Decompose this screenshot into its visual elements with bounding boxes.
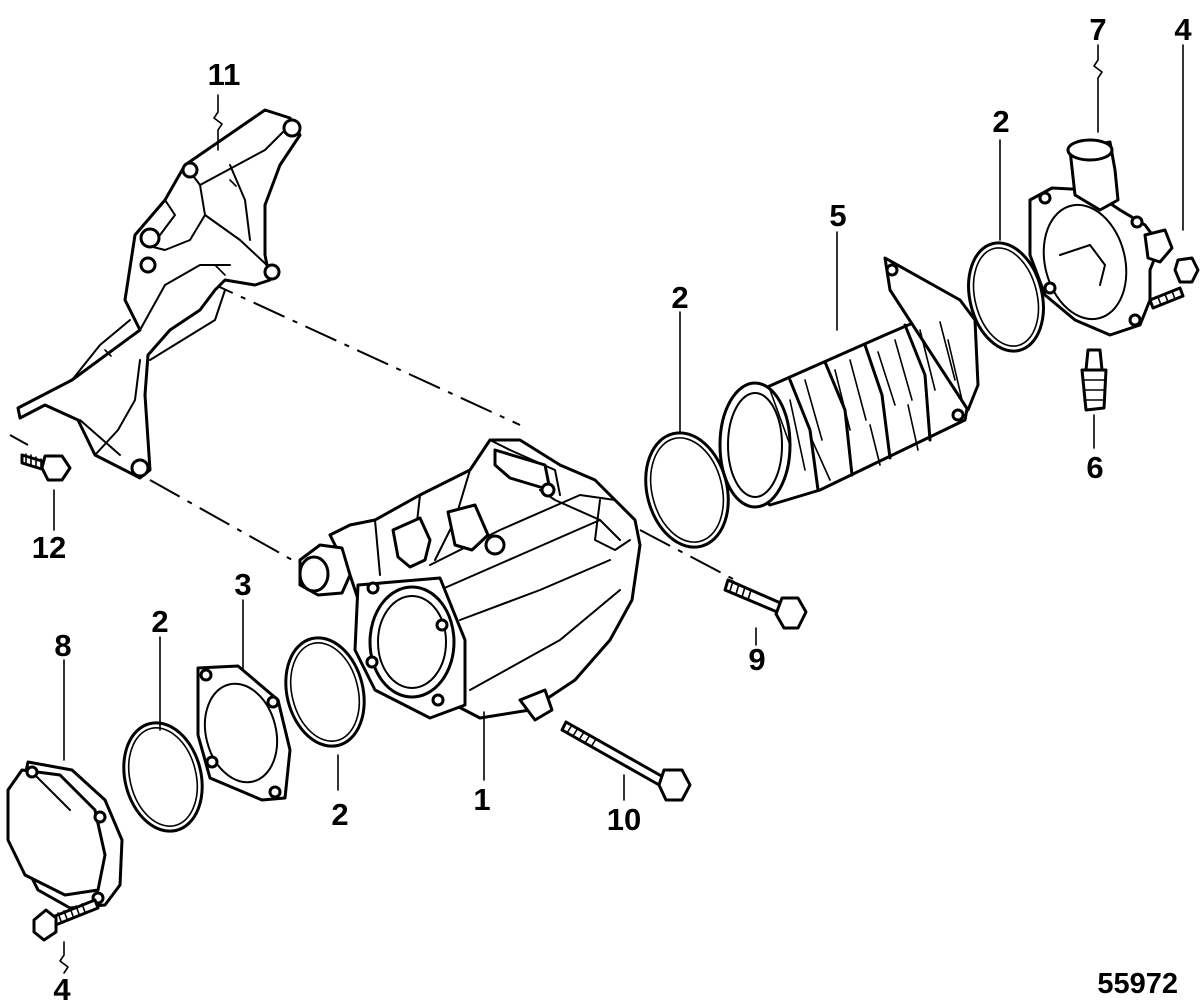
callout-2-top-right: 2 [992, 104, 1009, 139]
callout-2-middle: 2 [671, 280, 688, 315]
cover-bolt [1148, 256, 1200, 310]
callout-4-bottom-left: 4 [53, 972, 71, 1002]
seal-ring-cap [122, 721, 204, 833]
callout-labels: 1 2 2 2 2 3 4 4 5 6 7 8 9 10 11 12 [32, 12, 1193, 1002]
gasket [196, 664, 292, 802]
seal-ring-housing [284, 636, 366, 748]
callout-12: 12 [32, 530, 66, 565]
end-cap-left [6, 760, 124, 910]
callout-2-left: 2 [151, 604, 168, 639]
callout-3: 3 [234, 567, 251, 602]
callout-8: 8 [54, 628, 71, 663]
bracket-bolt [20, 453, 72, 482]
callout-9: 9 [748, 642, 765, 677]
callout-11: 11 [208, 57, 241, 92]
callout-2-bottom: 2 [331, 797, 348, 832]
end-cover-right [1028, 138, 1174, 337]
tube-bundle [718, 256, 980, 509]
mounting-bracket [16, 108, 302, 480]
drain-plug [1080, 348, 1108, 412]
callout-1: 1 [473, 782, 490, 817]
heat-exchanger-housing [298, 438, 642, 722]
callout-6: 6 [1086, 450, 1103, 485]
leader-lines [53, 44, 1184, 974]
housing-bolt-long [560, 720, 692, 802]
callout-7: 7 [1089, 12, 1106, 47]
figure-number: 55972 [1097, 968, 1178, 1000]
callout-10: 10 [607, 802, 641, 837]
housing-bolt-short [723, 578, 808, 630]
end-cap-bolt [32, 898, 100, 942]
callout-5: 5 [829, 198, 846, 233]
seal-ring-mid [644, 431, 730, 549]
callout-4-top-right: 4 [1174, 12, 1192, 47]
